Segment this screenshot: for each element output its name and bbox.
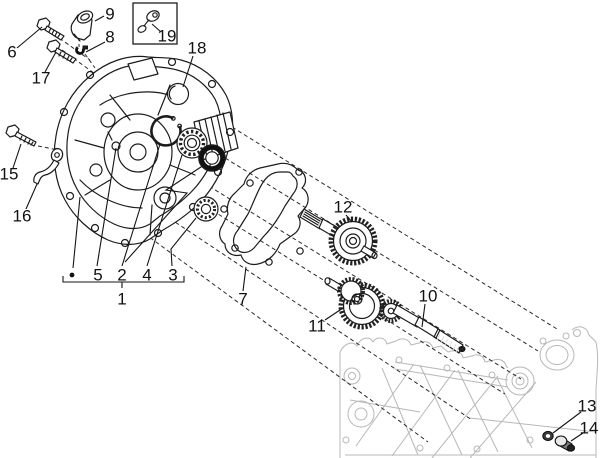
group-dot-leader <box>72 196 81 269</box>
support-bracket-9 <box>70 10 94 42</box>
inset-box-19 <box>132 2 178 45</box>
group-bracket <box>62 276 185 283</box>
double-gear-11 <box>324 277 386 330</box>
callout-16: 16 <box>13 207 32 226</box>
transmission-cover <box>52 55 239 248</box>
callout-8: 8 <box>105 28 114 47</box>
callout-4: 4 <box>142 266 151 285</box>
washer-13 <box>542 430 554 442</box>
callout-7: 7 <box>238 290 247 309</box>
callout-9: 9 <box>105 5 114 24</box>
group-dot-marker <box>69 272 75 278</box>
leader-line-13 <box>552 411 582 434</box>
drive-shaft-10 <box>379 299 466 354</box>
leader-line-10 <box>421 303 426 328</box>
cover-gasket-7 <box>219 162 309 266</box>
leader-line-4 <box>146 154 183 267</box>
leader-line-3 <box>170 217 197 267</box>
leader-line-19 <box>151 23 162 33</box>
callout-1: 1 <box>117 290 126 309</box>
leader-line-16 <box>25 183 38 210</box>
leader-line-18 <box>182 55 194 88</box>
lever-16 <box>33 148 64 185</box>
plug-bolt-14 <box>554 435 576 452</box>
oil-seal-3b <box>198 144 226 172</box>
callout-19: 19 <box>158 27 177 46</box>
leader-line-2 <box>124 164 205 263</box>
flange-bolt-17 <box>46 39 77 64</box>
leader-line-14 <box>570 432 584 442</box>
ball-bearing-4 <box>176 127 208 159</box>
callout-15: 15 <box>0 165 18 184</box>
retaining-clip-8 <box>75 45 88 55</box>
roller-bearing-3 <box>193 196 219 222</box>
callout-18: 18 <box>188 39 207 58</box>
driven-shaft-gear-12 <box>299 208 378 266</box>
callout-14: 14 <box>580 419 599 438</box>
callout-5: 5 <box>93 266 102 285</box>
leader-line-12 <box>345 214 353 223</box>
flange-bolt-15 <box>5 124 37 147</box>
cap-18 <box>166 82 190 106</box>
callout-13: 13 <box>578 397 597 416</box>
leader-line-5 <box>96 147 117 267</box>
flange-bolt-6 <box>36 17 65 41</box>
callout-3: 3 <box>168 266 177 285</box>
leader-line-8 <box>85 41 106 53</box>
callout-2: 2 <box>117 266 126 285</box>
callout-11: 11 <box>308 317 326 336</box>
leader-line-6 <box>16 26 43 49</box>
leader-line-7 <box>242 266 247 292</box>
leader-line-15 <box>12 143 22 169</box>
leader-line-17 <box>44 51 57 73</box>
callout-12: 12 <box>334 198 353 217</box>
leader-line-2 <box>121 143 161 267</box>
callout-17: 17 <box>32 69 51 88</box>
callout-6: 6 <box>7 43 16 62</box>
callout-10: 10 <box>419 287 438 306</box>
engine-crankcase-ghost <box>339 326 599 458</box>
leader-line-11 <box>324 307 344 321</box>
leader-line-9 <box>94 15 105 22</box>
